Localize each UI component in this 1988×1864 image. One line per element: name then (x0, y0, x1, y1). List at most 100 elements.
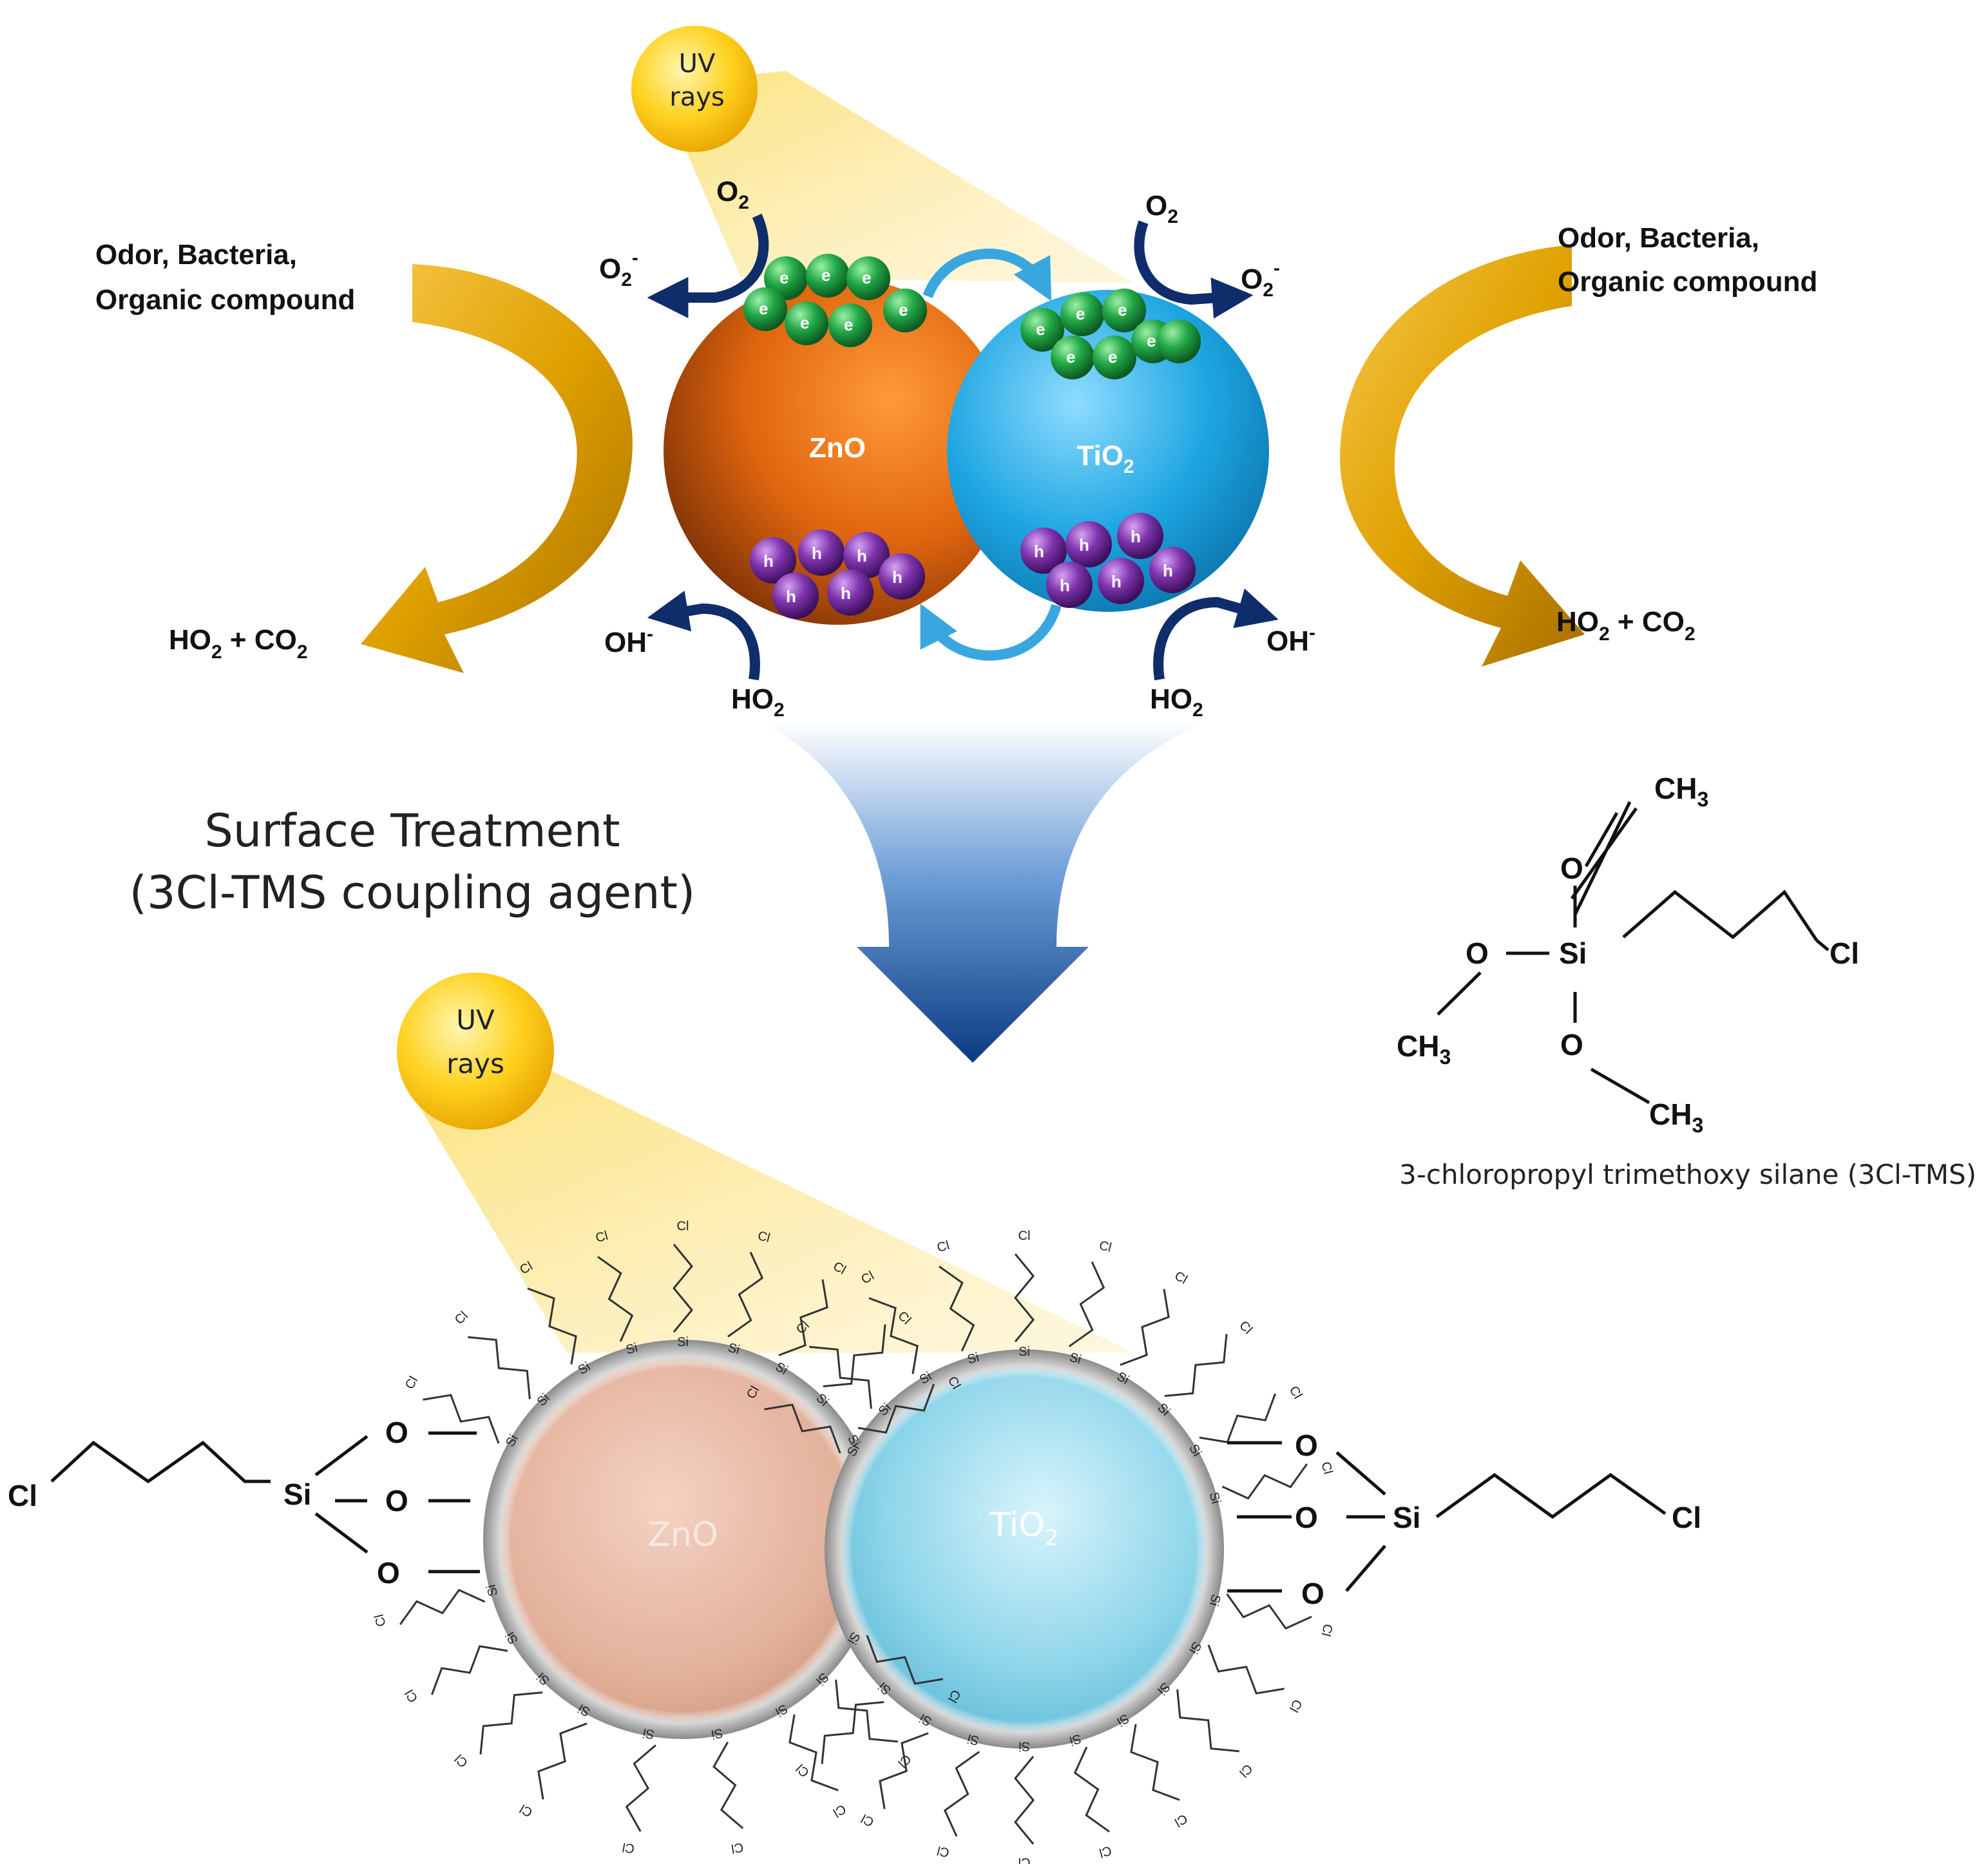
uv-beam-top (657, 71, 1134, 283)
right-anchored-silane (1227, 1441, 1667, 1593)
ch3-top: CH3 (1654, 772, 1708, 811)
silane-tail-chain (712, 1741, 744, 1829)
tail-cl-label: Cl (756, 1229, 772, 1246)
tio2-label-top: TiO2 (1076, 440, 1134, 477)
top-panel: UV rays Odor, Bacteria, Organic compound… (95, 26, 1817, 721)
left-product: HO2 + CO2 (169, 624, 308, 663)
tail-cl-label: Cl (1098, 1239, 1113, 1255)
tail-cl-label: Cl (452, 1751, 471, 1770)
hydroxide-label-left: OH- (604, 623, 653, 658)
electron-label: e (1118, 300, 1127, 319)
tail-cl-label: Cl (677, 1219, 689, 1233)
cl-chain-end: Cl (1830, 937, 1859, 970)
shell-si-label: Si (1207, 1593, 1223, 1608)
uv-sun-top: UV rays (631, 26, 758, 152)
tail-cl-label: Cl (1172, 1269, 1189, 1287)
tail-cl-label: Cl (1286, 1384, 1305, 1401)
hole-label: h (1163, 561, 1173, 580)
electron-label: e (1147, 331, 1156, 350)
tail-cl-label: Cl (594, 1229, 609, 1246)
hole-transfer-arrow (920, 604, 1062, 661)
silane-tail-chain (527, 1287, 577, 1365)
treatment-title: Surface Treatment (204, 804, 620, 857)
silane-tail-chain (399, 1588, 486, 1625)
tail-cl-label: Cl (372, 1613, 389, 1628)
shell-si-label: Si (1207, 1490, 1223, 1505)
electron-label: e (1108, 347, 1117, 366)
o-top: O (1560, 851, 1583, 885)
electron-label: e (1066, 347, 1075, 366)
shell-si-label: Si (484, 1583, 501, 1598)
electron-cluster-zno: e e e e e e e (743, 254, 927, 347)
silane-tail-chain (1073, 1746, 1110, 1833)
hole-label: h (1079, 535, 1089, 555)
silane-tail-chain (1014, 1253, 1035, 1342)
shell-si-label: Si (642, 1726, 655, 1742)
tail-cl-label: Cl (1098, 1843, 1113, 1859)
uv-beam-bottom (412, 1069, 1134, 1353)
silane-structure-atoms: CH3 O Si O CH3 O CH3 Cl 3-chloropropyl t… (1397, 772, 1976, 1190)
right-product: HO2 + CO2 (1556, 606, 1696, 645)
silane-tail-chain (1014, 1756, 1035, 1845)
treatment-section: Surface Treatment (3Cl-TMS coupling agen… (129, 721, 1211, 1063)
tail-cl-label: Cl (1286, 1697, 1305, 1714)
silane-tail-chain (823, 1324, 886, 1387)
hole-label: h (1060, 576, 1070, 595)
silane-tail-chain (597, 1255, 634, 1342)
silane-tail-chain (727, 1251, 764, 1338)
o-right-3: O (1301, 1577, 1324, 1610)
uv-label-line1: UV (456, 1004, 495, 1036)
tail-cl-label: Cl (794, 1761, 812, 1780)
shell-si-label: Si (966, 1731, 980, 1748)
bottom-panel: UV rays ZnO TiO2 SiClSiClSiClSiClSiClSiC… (8, 973, 1701, 1864)
hole-label: h (1131, 527, 1141, 546)
shell-si-label: Si (966, 1350, 980, 1367)
silane-tail-chain (430, 1645, 508, 1695)
silane-tail-chain (857, 1384, 935, 1434)
treatment-subtitle: (3Cl-TMS coupling agent) (129, 866, 695, 919)
tail-cl-label: Cl (1236, 1318, 1255, 1337)
electron-label: e (759, 299, 768, 318)
left-anchored-silane (50, 1431, 480, 1574)
uv-label-line2: rays (446, 1048, 504, 1079)
ch3-left: CH3 (1397, 1029, 1451, 1069)
silane-tail-chain (479, 1691, 543, 1755)
left-inputs-line2: Organic compound (95, 284, 355, 316)
tail-cl-label: Cl (1318, 1622, 1335, 1638)
electron-transfer-arrow (922, 249, 1052, 301)
silane-tail-chain (1199, 1393, 1277, 1443)
right-inputs-line2: Organic compound (1558, 266, 1817, 298)
shell-si-label: Si (1068, 1350, 1083, 1367)
zno-silane-shell (483, 1340, 883, 1739)
silane-tail-chain (1207, 1644, 1285, 1695)
superoxide-label-right: O2- (1241, 258, 1280, 301)
electron-cluster-tio2: e e e e e e (1020, 289, 1201, 379)
o-right-2: O (1295, 1501, 1318, 1534)
o2-label-left: O2 (716, 176, 749, 213)
silane-tail-chain (625, 1744, 656, 1832)
left-gold-arrow (361, 264, 633, 673)
tail-cl-label: Cl (517, 1802, 535, 1820)
electron-label: e (862, 268, 871, 287)
shell-si-label: Si (727, 1340, 741, 1357)
hole-label: h (857, 546, 867, 566)
zno-label-top: ZnO (809, 432, 866, 464)
tail-cl-label: Cl (403, 1374, 421, 1391)
shell-si-label: Si (1018, 1739, 1030, 1753)
ch3-bottom: CH3 (1649, 1098, 1703, 1137)
silane-tail-chain (835, 1679, 898, 1743)
hole-label: h (812, 544, 822, 563)
hole-label: h (763, 551, 774, 571)
uv-label-line2: rays (669, 82, 724, 112)
silane-tail-chain (673, 1244, 693, 1333)
tail-cl-label: Cl (1318, 1460, 1335, 1476)
tail-cl-label: Cl (1236, 1761, 1255, 1780)
electron-label: e (899, 300, 908, 319)
silane-tail-chain (939, 1265, 975, 1352)
hole-cluster-tio2: h h h h h h (1020, 513, 1196, 608)
silane-tail-chain (789, 1714, 839, 1792)
tail-cl-label: Cl (859, 1811, 876, 1829)
hydroxide-label-right: OH- (1266, 622, 1315, 657)
zno-particle-top (664, 277, 1011, 625)
